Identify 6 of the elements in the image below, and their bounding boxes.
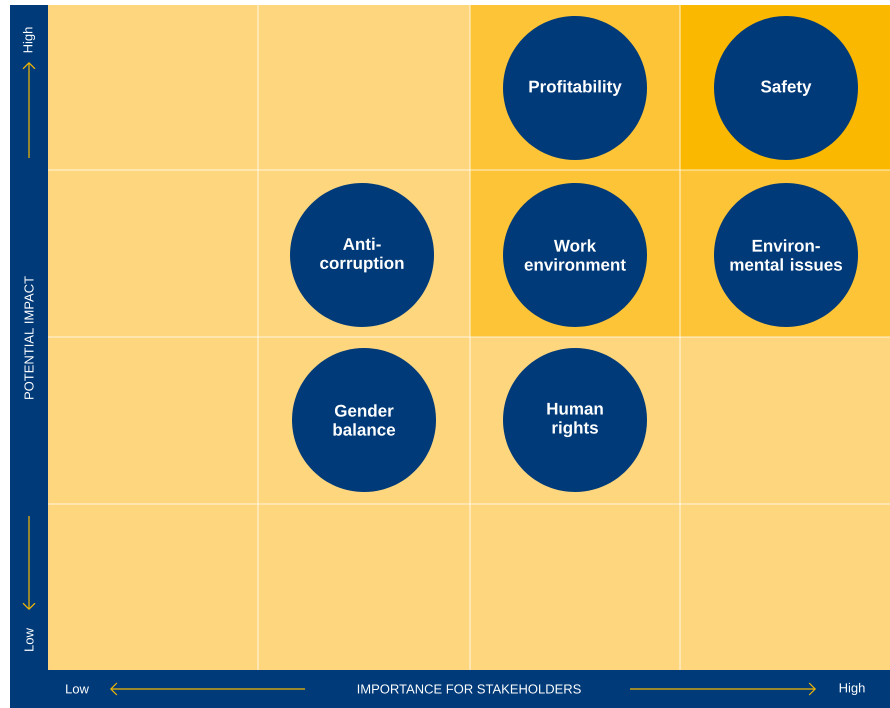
axis-label: IMPORTANCE FOR STAKEHOLDERS: [358, 684, 581, 694]
axis-label: POTENTIAL IMPACT: [24, 276, 34, 399]
axis-label: High: [22, 27, 36, 52]
axis-label: High: [840, 682, 865, 696]
axis-label: Low: [66, 684, 89, 694]
axis-label: Low: [24, 628, 34, 651]
